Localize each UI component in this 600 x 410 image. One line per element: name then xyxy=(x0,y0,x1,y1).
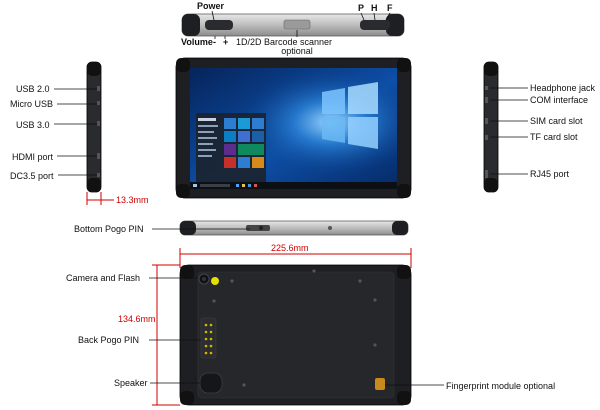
top-view: Power Volume - + 1D/2D Barcode scanner o… xyxy=(181,1,405,56)
back-pogo-pins xyxy=(200,317,217,359)
start-menu xyxy=(196,113,266,182)
bottom-pogo-label: Bottom Pogo PIN xyxy=(74,224,144,234)
front-view xyxy=(175,57,412,199)
usb2-label: USB 2.0 xyxy=(16,84,50,94)
port-tf xyxy=(485,135,488,140)
front-bumper-br xyxy=(397,184,411,198)
barcode-label: 1D/2D Barcode scanner xyxy=(236,37,332,47)
left-side-view: USB 2.0 Micro USB USB 3.0 HDMI port DC3.… xyxy=(10,61,149,205)
hdmi-label: HDMI port xyxy=(12,152,54,162)
port-hdmi xyxy=(97,153,100,159)
port-micro-usb xyxy=(97,101,100,105)
bottom-edge-body xyxy=(179,220,409,236)
dc-label: DC3.5 port xyxy=(10,171,54,181)
windows-logo xyxy=(322,82,378,149)
height-dimension: 134.6mm xyxy=(118,314,156,324)
port-usb2 xyxy=(97,86,100,91)
micro-usb-label: Micro USB xyxy=(10,99,53,109)
fingerprint-module xyxy=(375,378,385,390)
port-com xyxy=(485,97,488,103)
front-bumper-tl xyxy=(176,58,190,72)
width-dimension: 225.6mm xyxy=(271,243,309,253)
bottom-pogo-pins xyxy=(246,225,270,231)
front-bumper-tr xyxy=(397,58,411,72)
camera-label: Camera and Flash xyxy=(66,273,140,283)
speaker xyxy=(199,372,223,394)
key-h-label: H xyxy=(371,3,378,13)
headphone-label: Headphone jack xyxy=(530,83,596,93)
bottom-view: Bottom Pogo PIN xyxy=(74,220,409,236)
flash xyxy=(211,277,219,285)
volume-plus-label: + xyxy=(223,37,228,47)
rj45-label: RJ45 port xyxy=(530,169,570,179)
usb3-label: USB 3.0 xyxy=(16,120,50,130)
port-rj45 xyxy=(485,170,488,178)
speaker-label: Speaker xyxy=(114,378,148,388)
port-dc xyxy=(97,173,100,177)
barcode-window xyxy=(283,19,311,30)
top-right-bumper xyxy=(386,14,404,36)
phf-keys xyxy=(360,20,390,30)
key-p-label: P xyxy=(358,3,364,13)
com-label: COM interface xyxy=(530,95,588,105)
power-label: Power xyxy=(197,1,225,11)
right-side-view: Headphone jack COM interface SIM card sl… xyxy=(483,61,596,193)
back-pogo-label: Back Pogo PIN xyxy=(78,335,139,345)
taskbar xyxy=(190,182,397,189)
port-headphone xyxy=(485,86,488,90)
volume-minus-label: - xyxy=(213,37,216,47)
left-edge-body xyxy=(86,61,102,193)
barcode-optional-label: optional xyxy=(281,46,313,56)
port-usb3 xyxy=(97,121,100,126)
volume-label: Volume xyxy=(181,37,213,47)
back-view: 225.6mm 134.6mm Camera and F xyxy=(66,243,555,406)
fingerprint-label: Fingerprint module optional xyxy=(446,381,555,391)
key-f-label: F xyxy=(387,3,393,13)
top-left-bumper xyxy=(182,14,200,36)
tf-label: TF card slot xyxy=(530,132,578,142)
port-sim xyxy=(485,118,488,124)
sim-label: SIM card slot xyxy=(530,116,583,126)
front-bumper-bl xyxy=(176,184,190,198)
thickness-dimension: 13.3mm xyxy=(116,195,149,205)
volume-key xyxy=(205,20,233,30)
